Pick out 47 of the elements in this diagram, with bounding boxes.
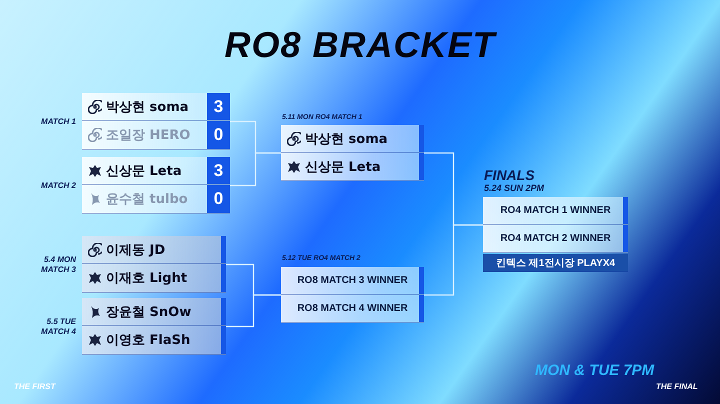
title: RO8 BRACKET (223, 24, 498, 66)
match-label: 5.4 MON MATCH 3 (40, 254, 76, 274)
slot-label: RO8 MATCH 3 WINNER (296, 275, 409, 286)
score-cell: 0 (207, 121, 230, 149)
score-cell: 3 (207, 93, 230, 120)
player-name: 이재호 Light (106, 270, 188, 287)
schedule-label: MON & TUE 7PM (535, 362, 654, 379)
slot-label: RO4 MATCH 1 WINNER (499, 205, 612, 216)
bracket-line (230, 152, 281, 186)
finals-heading: FINALS (484, 168, 535, 183)
slot-row (483, 225, 628, 253)
footer-label: THE FIRST (14, 382, 56, 391)
player-row (82, 298, 226, 326)
score-cell: 3 (207, 157, 230, 184)
player-name: 조일장 HERO (106, 127, 190, 144)
score-cell: 0 (207, 185, 230, 213)
player-row (82, 185, 230, 214)
player-name: 박상현 soma (106, 98, 189, 116)
player-name: 이영호 FlaSh (106, 332, 190, 349)
footer-label: THE FINAL (656, 382, 698, 391)
player-name: 박상현 soma (305, 130, 388, 148)
player-row (82, 157, 230, 185)
match-label: 5.5 TUE MATCH 4 (40, 316, 76, 336)
bracket-line (226, 294, 281, 328)
match-label: MATCH 2 (40, 180, 76, 190)
venue-label: 킨텍스 제1전시장 PLAYX4 (494, 256, 616, 270)
player-row (82, 236, 226, 264)
slot-row (281, 295, 424, 323)
match-label: MATCH 1 (40, 116, 76, 126)
slot-row (281, 267, 424, 295)
player-name: 신상문 Leta (305, 158, 381, 176)
player-row (281, 153, 424, 181)
player-row (281, 125, 424, 153)
bracket-line (424, 224, 483, 296)
player-name: 장윤철 SnOw (106, 304, 192, 320)
player-name: 이제동 JD (106, 242, 166, 258)
venue-bar (483, 254, 628, 272)
player-row (82, 93, 230, 121)
player-name: 신상문 Leta (106, 162, 182, 180)
slot-label: RO4 MATCH 2 WINNER (499, 233, 612, 244)
player-name: 윤수철 tulbo (106, 191, 188, 208)
date-label: 5.24 SUN 2PM (484, 183, 544, 194)
player-row (82, 121, 230, 150)
player-row (82, 326, 226, 355)
slot-label: RO8 MATCH 4 WINNER (296, 303, 409, 314)
player-row (82, 264, 226, 293)
slot-row (483, 197, 628, 225)
